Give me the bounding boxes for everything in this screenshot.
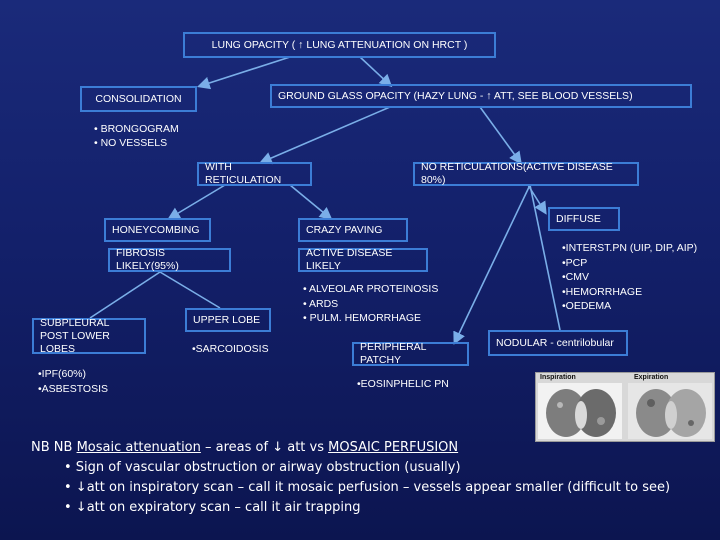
active-disease-likely-node: ACTIVE DISEASE LIKELY	[298, 247, 428, 272]
ipf-label: •IPF(60%)	[38, 368, 87, 380]
note-prefix: NB NB	[31, 440, 77, 455]
arrow-root-ggo	[359, 56, 393, 88]
ggo-node: GROUND GLASS OPACITY (HAZY LUNG - ↑ ATT,…	[270, 84, 692, 108]
ggo-label: GROUND GLASS OPACITY (HAZY LUNG - ↑ ATT,…	[278, 89, 633, 102]
arrow-root-consolidation	[196, 56, 291, 90]
no-reticulation-node: NO RETICULATIONS(ACTIVE DISEASE 80%)	[413, 161, 639, 186]
mosaic-attenuation-term: Mosaic attenuation	[76, 440, 201, 455]
diffuse-causes-list: •INTERST.PN (UIP, DIP, AIP) •PCP •CMV •H…	[562, 241, 697, 314]
ct-scan-drawing	[538, 383, 712, 439]
upper-lobe-label: UPPER LOBE	[193, 313, 261, 326]
diffuse-cause-item: •CMV	[562, 271, 590, 283]
consolidation-bullet-1: • BRONGOGRAM	[94, 123, 179, 135]
diffuse-label: DIFFUSE	[556, 212, 601, 225]
subpleural-label-1: SUBPLEURAL	[40, 316, 110, 329]
nodular-node: NODULAR - centrilobular	[488, 330, 628, 356]
asbestosis-label: •ASBESTOSIS	[38, 382, 109, 395]
eosinophelic-label: •EOSINPHELIC PN	[357, 378, 449, 390]
arrow-noret-peripheral	[453, 184, 531, 345]
crazy-paving-node: CRAZY PAVING	[298, 218, 408, 242]
expiration-caption: Expiration	[634, 374, 669, 381]
no-reticulation-label: NO RETICULATIONS(ACTIVE DISEASE 80%)	[421, 161, 613, 186]
inspiration-caption: Inspiration	[540, 374, 576, 381]
diffuse-cause-item: •OEDEMA	[562, 300, 612, 312]
honeycombing-node: HONEYCOMBING	[104, 218, 211, 242]
honeycombing-label: HONEYCOMBING	[112, 223, 200, 236]
consolidation-label: CONSOLIDATION	[95, 92, 182, 105]
arrow-fibrosis-subpleural	[89, 271, 161, 319]
nodular-label: NODULAR - centrilobular	[496, 336, 614, 349]
crazy-paving-cause-item: • PULM. HEMORRHAGE	[303, 312, 422, 324]
consolidation-node: CONSOLIDATION	[80, 86, 197, 112]
with-reticulation-node: WITH RETICULATION	[197, 161, 312, 186]
note-line-3: • ↓att on inspiratory scan – call it mos…	[64, 480, 671, 495]
note-mid: – areas of ↓ att vs	[200, 440, 329, 455]
peripheral-patchy-label: PERIPHERAL PATCHY	[360, 341, 427, 366]
arrow-withret-crazy	[289, 184, 333, 221]
sarcoidosis-label: •SARCOIDOSIS	[192, 343, 269, 355]
arrow-withret-honeycombing	[167, 184, 226, 220]
fibrosis-likely-node: FIBROSIS LIKELY(95%)	[108, 247, 231, 272]
fibrosis-likely-label: FIBROSIS LIKELY(95%)	[116, 247, 179, 272]
arrow-ggo-withret	[259, 106, 391, 165]
crazy-paving-causes-list: • ALVEOLAR PROTEINOSIS • ARDS • PULM. HE…	[303, 282, 438, 326]
subpleural-label-2: POST LOWER LOBES	[40, 329, 110, 355]
consolidation-bullet-2: • NO VESSELS	[94, 137, 168, 149]
arrow-noret-nodular	[529, 184, 561, 331]
root-node: LUNG OPACITY ( ↑ LUNG ATTENUATION ON HRC…	[183, 32, 496, 58]
ct-scan-images: Inspiration Expiration	[535, 372, 715, 442]
fibrosis-causes-list: •IPF(60%) •ASBESTOSIS	[38, 367, 108, 396]
mosaic-attenuation-note: NB NB Mosaic attenuation – areas of ↓ at…	[31, 440, 458, 455]
subpleural-node: SUBPLEURAL POST LOWER LOBES	[32, 316, 146, 355]
note-line-4: • ↓att on expiratory scan – call it air …	[64, 500, 361, 515]
mosaic-perfusion-term: MOSAIC PERFUSION	[328, 440, 459, 455]
active-disease-likely-label: ACTIVE DISEASE LIKELY	[306, 247, 393, 272]
diffuse-cause-item: •INTERST.PN (UIP, DIP, AIP)	[562, 242, 698, 254]
diffuse-cause-item: •PCP	[562, 256, 588, 269]
with-reticulation-label: WITH RETICULATION	[205, 161, 282, 186]
crazy-paving-cause-item: • ARDS	[303, 297, 339, 310]
arrow-ggo-noret	[479, 106, 522, 165]
note-line-2: • Sign of vascular obstruction or airway…	[64, 460, 461, 475]
upper-lobe-node: UPPER LOBE	[185, 308, 271, 332]
crazy-paving-label: CRAZY PAVING	[306, 223, 383, 236]
arrow-fibrosis-upperlobe	[159, 271, 221, 309]
root-label: LUNG OPACITY ( ↑ LUNG ATTENUATION ON HRC…	[211, 38, 468, 51]
peripheral-patchy-node: PERIPHERAL PATCHY	[352, 341, 469, 366]
diffuse-cause-item: •HEMORRHAGE	[562, 285, 643, 298]
diffuse-node: DIFFUSE	[548, 207, 620, 231]
crazy-paving-cause-item: • ALVEOLAR PROTEINOSIS	[303, 283, 439, 295]
